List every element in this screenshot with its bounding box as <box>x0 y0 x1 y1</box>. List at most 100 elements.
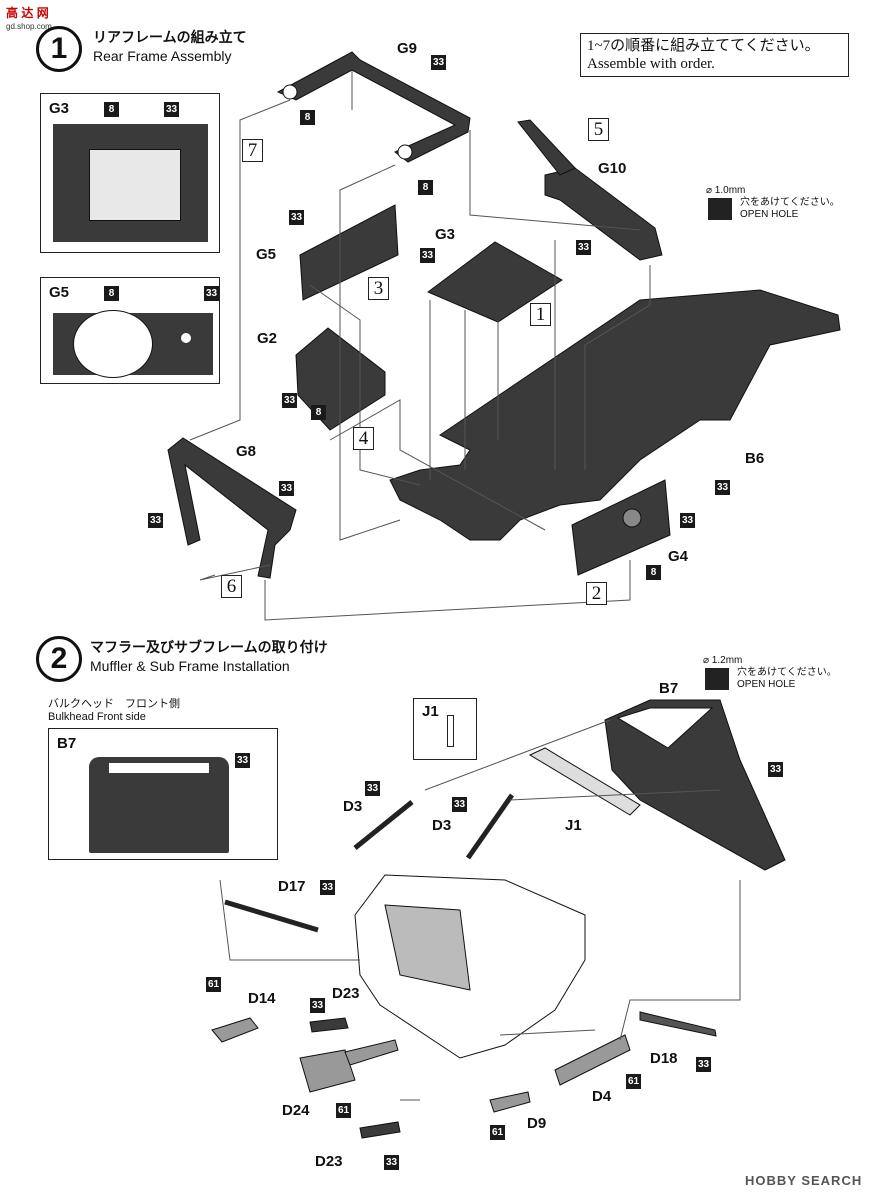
inset-j1-shape <box>447 715 454 747</box>
paint-code-33: 33 <box>715 480 730 495</box>
part-d4-label: D4 <box>592 1088 612 1105</box>
sequence-7: 7 <box>242 139 263 162</box>
drill-en: OPEN HOLE <box>740 209 799 220</box>
part-d14-shape <box>211 1017 259 1043</box>
inset-g5-label: G5 <box>49 284 70 301</box>
step-2-title-en: Muffler & Sub Frame Installation <box>90 658 290 674</box>
inset-g5-circle <box>73 310 153 378</box>
paint-code-33: 33 <box>279 481 294 496</box>
paint-code-33: 33 <box>365 781 380 796</box>
part-d18-label: D18 <box>650 1050 678 1067</box>
part-g9-shape <box>276 51 471 163</box>
watermark-url: gd.shop.com <box>6 22 52 31</box>
step-1-title: リアフレームの組み立て Rear Frame Assembly <box>93 28 247 66</box>
part-g10-label: G10 <box>598 160 627 177</box>
part-g3-label: G3 <box>435 226 456 243</box>
inset-g3: G3 8 33 <box>40 93 220 253</box>
drill-size: ⌀ 1.2mm <box>703 655 743 666</box>
part-g9-label: G9 <box>397 40 418 57</box>
order-note-jp: 1~7の順番に組み立ててください。 <box>587 38 820 54</box>
part-g8-label: G8 <box>236 443 257 460</box>
sequence-5: 5 <box>588 118 609 141</box>
paint-code-8: 8 <box>104 102 119 117</box>
part-d9-shape <box>489 1091 531 1113</box>
part-d23a-label: D23 <box>332 985 360 1002</box>
paint-code-33: 33 <box>310 998 325 1013</box>
part-j1-shape <box>528 747 641 816</box>
inset-j1-label: J1 <box>422 703 439 720</box>
watermark-char: 达 <box>21 6 34 20</box>
part-d23a-shape <box>309 1017 349 1033</box>
drill-icon <box>708 198 732 220</box>
part-b7-shape <box>604 699 786 871</box>
drill-jp: 穴をあけてください。 <box>737 667 837 678</box>
sequence-1: 1 <box>530 303 551 326</box>
subframe-shape <box>354 874 586 1059</box>
paint-code-33: 33 <box>768 762 783 777</box>
inset-g3-label: G3 <box>49 100 70 117</box>
drill-jp: 穴をあけてください。 <box>740 197 840 208</box>
step-2-title-jp: マフラー及びサブフレームの取り付け <box>90 639 328 655</box>
part-d17-label: D17 <box>278 878 306 895</box>
hobby-search-watermark: HOBBY SEARCH <box>745 1173 863 1188</box>
drill-icon <box>705 668 729 690</box>
part-b6-shape <box>389 289 841 541</box>
paint-code-61: 61 <box>336 1103 351 1118</box>
part-d3b-shape <box>465 793 515 860</box>
step-1-number: 1 <box>36 26 82 72</box>
part-d3a-label: D3 <box>343 798 363 815</box>
part-d23b-shape <box>359 1121 401 1139</box>
inset-b7-caption-en: Bulkhead Front side <box>48 711 146 723</box>
part-d3a-shape <box>353 800 414 850</box>
sequence-4: 4 <box>353 427 374 450</box>
inset-g3-engine <box>89 149 181 221</box>
inset-j1: J1 <box>413 698 477 760</box>
inset-g5: G5 8 33 <box>40 277 220 384</box>
inset-b7-window <box>109 763 209 773</box>
paint-code-61: 61 <box>626 1074 641 1089</box>
paint-code-33: 33 <box>696 1057 711 1072</box>
drill-hole-note-2: ⌀ 1.2mm 穴をあけてください。 OPEN HOLE <box>703 655 853 691</box>
part-g5-label: G5 <box>256 246 277 263</box>
part-d18-shape <box>639 1011 717 1037</box>
paint-code-61: 61 <box>490 1125 505 1140</box>
paint-code-33: 33 <box>235 753 250 768</box>
part-g10-shape <box>544 167 663 261</box>
part-d23b-label: D23 <box>315 1153 343 1170</box>
watermark-logo: 高 达 网 <box>6 4 49 21</box>
paint-code-33: 33 <box>204 286 219 301</box>
sequence-3: 3 <box>368 277 389 300</box>
paint-code-8: 8 <box>646 565 661 580</box>
paint-code-33: 33 <box>164 102 179 117</box>
drill-size: ⌀ 1.0mm <box>706 185 746 196</box>
inset-b7-label: B7 <box>57 735 77 752</box>
drill-hole-note-1: ⌀ 1.0mm 穴をあけてください。 OPEN HOLE <box>706 185 856 221</box>
paint-code-8: 8 <box>418 180 433 195</box>
part-d14-label: D14 <box>248 990 276 1007</box>
part-d3b-label: D3 <box>432 817 452 834</box>
paint-code-33: 33 <box>289 210 304 225</box>
drill-en: OPEN HOLE <box>737 679 796 690</box>
inset-b7-caption-jp: バルクヘッド フロント側 <box>48 698 180 710</box>
part-g3-shape <box>427 241 563 323</box>
watermark-char: 网 <box>36 6 49 20</box>
paint-code-33: 33 <box>680 513 695 528</box>
step-2-title: マフラー及びサブフレームの取り付け Muffler & Sub Frame In… <box>90 638 328 676</box>
step-1-title-en: Rear Frame Assembly <box>93 48 232 64</box>
part-g8-shape <box>167 437 297 579</box>
paint-code-8: 8 <box>104 286 119 301</box>
part-d24-label: D24 <box>282 1102 310 1119</box>
paint-code-33: 33 <box>420 248 435 263</box>
paint-code-61: 61 <box>206 977 221 992</box>
paint-code-33: 33 <box>452 797 467 812</box>
watermark-char: 高 <box>6 6 19 20</box>
assembly-order-note: 1~7の順番に組み立ててください。 Assemble with order. <box>580 33 849 77</box>
part-g2-label: G2 <box>257 330 278 347</box>
part-g4-shape <box>571 479 671 576</box>
paint-code-33: 33 <box>576 240 591 255</box>
step-2-number: 2 <box>36 636 82 682</box>
paint-code-33: 33 <box>282 393 297 408</box>
paint-code-33: 33 <box>320 880 335 895</box>
paint-code-33: 33 <box>431 55 446 70</box>
